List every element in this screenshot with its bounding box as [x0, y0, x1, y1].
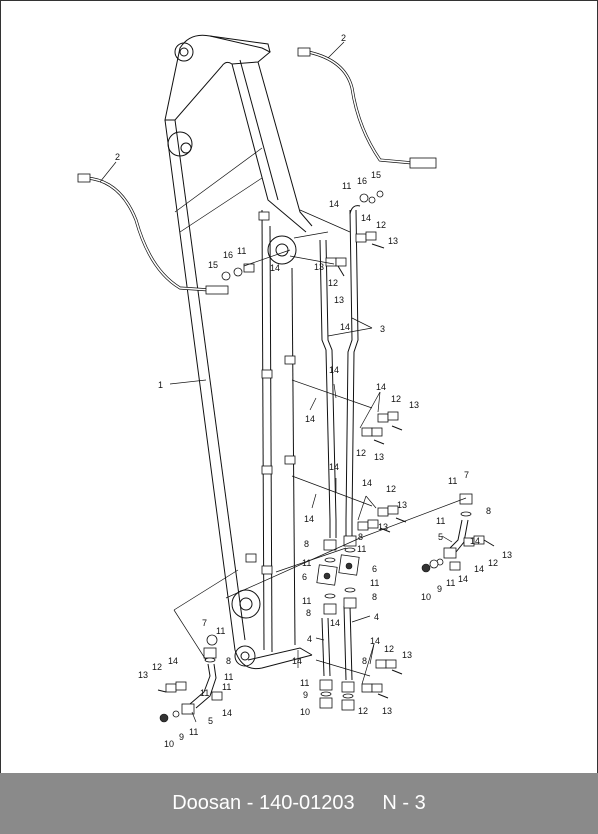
callout-11: 11 [224, 672, 233, 682]
callout-8: 8 [372, 592, 377, 602]
callout-15: 15 [371, 170, 381, 180]
callout-10: 10 [421, 592, 431, 602]
callout-16: 16 [357, 176, 367, 186]
callout-11: 11 [222, 682, 231, 692]
callout-12: 12 [358, 706, 368, 716]
callout-11: 11 [342, 181, 351, 191]
callout-14: 14 [329, 462, 339, 472]
callout-14: 14 [304, 514, 314, 524]
callout-12: 12 [386, 484, 396, 494]
callout-11: 11 [216, 626, 225, 636]
callout-12: 12 [488, 558, 498, 568]
callout-16: 16 [223, 250, 233, 260]
boom-structure [164, 34, 313, 670]
callout-6: 6 [302, 572, 307, 582]
callout-7: 7 [202, 618, 207, 628]
footer-spacer [355, 792, 383, 815]
callout-13: 13 [382, 706, 392, 716]
callout-6: 6 [372, 564, 377, 574]
callout-14: 14 [270, 263, 280, 273]
right-branch [421, 493, 495, 573]
callout-labels: 1 2 2 3 4 4 5 5 6 6 7 7 8 8 8 8 8 8 8 9 … [115, 33, 512, 749]
callout-4: 4 [307, 634, 312, 644]
diagram-frame [0, 0, 598, 774]
callout-12: 12 [328, 278, 338, 288]
callout-3: 3 [380, 324, 385, 334]
callout-11: 11 [200, 688, 209, 698]
callout-11: 11 [446, 578, 455, 588]
hose-left [77, 173, 229, 295]
callout-13: 13 [374, 452, 384, 462]
footer-bar: Doosan - 140-01203 N - 3 [0, 773, 598, 834]
callout-11: 11 [302, 596, 311, 606]
callout-12: 12 [356, 448, 366, 458]
callout-13: 13 [314, 262, 324, 272]
callout-11: 11 [448, 476, 457, 486]
callout-14: 14 [474, 564, 484, 574]
callout-8: 8 [226, 656, 231, 666]
callout-14: 14 [362, 478, 372, 488]
callout-1: 1 [158, 380, 163, 390]
callout-12: 12 [376, 220, 386, 230]
callout-8: 8 [486, 506, 491, 516]
callout-2: 2 [115, 152, 120, 162]
pipes [319, 205, 361, 681]
callout-11: 11 [237, 246, 246, 256]
callout-14: 14 [361, 213, 371, 223]
callout-2: 2 [341, 33, 346, 43]
callout-5: 5 [438, 532, 443, 542]
callout-13: 13 [502, 550, 512, 560]
callout-14: 14 [222, 708, 232, 718]
callout-13: 13 [388, 236, 398, 246]
footer-separator: - [241, 792, 259, 814]
callout-9: 9 [303, 690, 308, 700]
leader-lines [99, 41, 467, 723]
callout-11: 11 [357, 544, 366, 554]
callout-12: 12 [391, 394, 401, 404]
callout-14: 14 [470, 536, 480, 546]
callout-14: 14 [305, 414, 315, 424]
callout-9: 9 [437, 584, 442, 594]
callout-13: 13 [334, 295, 344, 305]
callout-13: 13 [409, 400, 419, 410]
callout-11: 11 [300, 678, 309, 688]
callout-14: 14 [329, 365, 339, 375]
callout-14: 14 [168, 656, 178, 666]
callout-12: 12 [384, 644, 394, 654]
callout-14: 14 [340, 322, 350, 332]
callout-11: 11 [302, 558, 311, 568]
hose-right [297, 47, 437, 169]
callout-14: 14 [292, 656, 302, 666]
callout-10: 10 [300, 707, 310, 717]
callout-13: 13 [402, 650, 412, 660]
boom-hydraulic-diagram: 1 2 2 3 4 4 5 5 6 6 7 7 8 8 8 8 8 8 8 9 … [77, 33, 512, 749]
callout-8: 8 [362, 656, 367, 666]
callout-8: 8 [306, 608, 311, 618]
callout-14: 14 [370, 636, 380, 646]
callout-13: 13 [378, 522, 388, 532]
callout-14: 14 [376, 382, 386, 392]
callout-4: 4 [374, 612, 379, 622]
callout-15: 15 [208, 260, 218, 270]
callout-13: 13 [397, 500, 407, 510]
callout-11: 11 [370, 578, 379, 588]
callout-9: 9 [179, 732, 184, 742]
callout-12: 12 [152, 662, 162, 672]
callout-8: 8 [358, 532, 363, 542]
callout-14: 14 [458, 574, 468, 584]
footer-part-number: 140-01203 [258, 792, 355, 814]
footer-page: N - 3 [382, 792, 426, 814]
callout-14: 14 [330, 618, 340, 628]
callout-7: 7 [464, 470, 469, 480]
callout-11: 11 [189, 727, 198, 737]
fittings [221, 190, 407, 711]
callout-8: 8 [304, 539, 309, 549]
callout-10: 10 [164, 739, 174, 749]
footer-brand: Doosan [172, 792, 242, 814]
callout-14: 14 [329, 199, 339, 209]
left-branch [157, 634, 223, 723]
callout-5: 5 [208, 716, 213, 726]
callout-13: 13 [138, 670, 148, 680]
callout-11: 11 [436, 516, 445, 526]
